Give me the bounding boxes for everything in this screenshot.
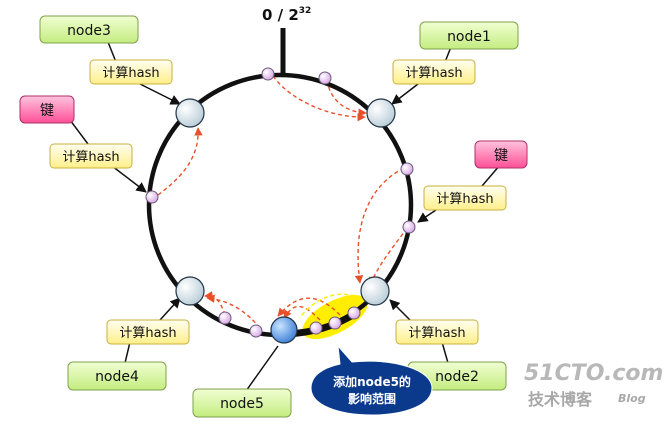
node4-label: node4 (95, 369, 139, 385)
connector-key-right-hash (417, 209, 437, 223)
hash-label-node1: 计算hash (405, 66, 462, 81)
hash-label-key-left: 计算hash (62, 150, 119, 165)
node1-server (366, 98, 396, 128)
hash-label-node3: 计算hash (102, 66, 159, 81)
watermark: 51CTO.com 技术博客 Blog (524, 361, 663, 409)
arrow-key-to-node3 (157, 127, 203, 196)
watermark-blog: Blog (618, 392, 646, 405)
key-dot (328, 316, 342, 330)
key-left-box (19, 95, 75, 124)
hash-box-node1 (392, 59, 476, 85)
key-dot (249, 324, 263, 338)
hash-box-node2 (395, 319, 479, 345)
connector-node2-box (441, 341, 449, 364)
node5-server (270, 316, 298, 344)
key-dot (309, 321, 323, 335)
node1-label: node1 (447, 29, 491, 45)
key-right-box (474, 140, 528, 169)
key-dot (218, 311, 232, 325)
node4-box (67, 361, 167, 391)
connector-node2-hash (389, 299, 411, 321)
key-dot (347, 306, 361, 320)
connector-key-left-box (69, 119, 89, 145)
arrow-range-key2-to-node5 (277, 297, 341, 317)
key-dot (261, 67, 275, 81)
hash-label-node4: 计算hash (119, 326, 176, 341)
hash-box-node4 (106, 319, 190, 345)
connector-key-left-hash (111, 165, 147, 193)
watermark-sub: 技术博客 (528, 390, 593, 409)
arrow-top-key-to-node1 (272, 75, 366, 122)
key-right-label: 键 (494, 148, 508, 164)
hash-box-key-right (423, 185, 507, 211)
node1-box (419, 21, 519, 50)
connector-node4-hash (159, 297, 181, 321)
callout-bubble (310, 344, 433, 416)
key-left-label: 键 (40, 103, 54, 119)
arrow-key-right-to-node2 (354, 167, 405, 284)
node4-server (175, 276, 205, 306)
hash-label-node2: 计算hash (408, 326, 465, 341)
node2-server (360, 276, 390, 306)
hash-label-key-right: 计算hash (436, 192, 493, 207)
hash-box-key-left (49, 143, 133, 169)
node5-label: node5 (220, 396, 264, 412)
connector-node4-box (124, 341, 131, 364)
node2-label: node2 (435, 369, 479, 385)
arrow-range-key-to-node5 (283, 305, 321, 321)
node3-server (175, 98, 205, 128)
callout-line2: 影响范围 (348, 391, 396, 406)
arrow-key2-to-node1 (326, 79, 367, 117)
origin-label: 0 / 232 (262, 6, 311, 24)
key-dot (318, 71, 332, 85)
key-dot (402, 220, 416, 234)
arrow-node5-key2-to-node4 (206, 294, 261, 329)
key-dot (400, 162, 414, 176)
key-dot (145, 190, 159, 204)
arrow-range-key3-to-node5 (299, 293, 356, 319)
node3-box (39, 15, 139, 44)
callout-line1: 添加node5的 (333, 374, 411, 389)
node3-label: node3 (67, 23, 111, 39)
connector-node3-box (107, 41, 117, 63)
hash-box-node3 (89, 59, 173, 85)
connector-node3-hash (139, 83, 181, 105)
watermark-brand: 51CTO.com (524, 361, 663, 386)
connector-node5-box (245, 345, 279, 392)
connector-node1-hash (391, 83, 419, 105)
node5-box (192, 388, 292, 418)
